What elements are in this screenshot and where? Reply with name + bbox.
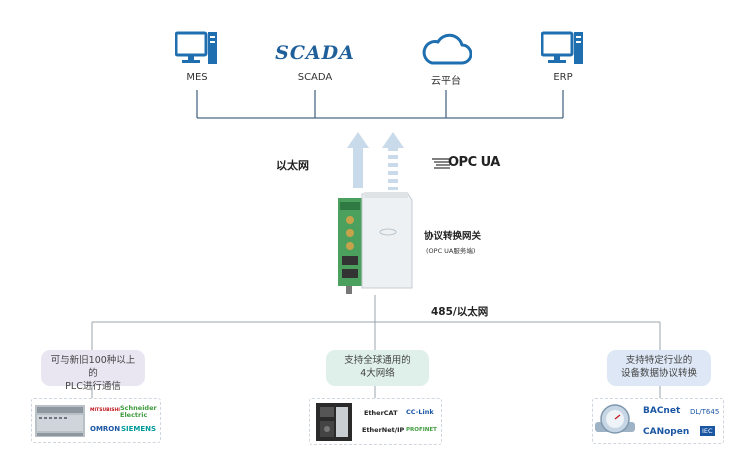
- gateway-device: [338, 192, 413, 294]
- erp-node: ERP: [523, 30, 603, 90]
- ethernet-ip-logo: EtherNet/IP: [362, 426, 405, 434]
- water-meter-icon: [595, 404, 635, 434]
- ethernet-label: 以太网: [276, 159, 309, 172]
- profinet-logo: PROFINET: [406, 427, 437, 433]
- cloud-icon: [422, 33, 472, 65]
- uplink-arrows: [347, 132, 404, 190]
- mes-label: MES: [186, 72, 208, 83]
- mes-node: MES: [157, 30, 237, 90]
- mitsubishi-logo: MITSUBISHI: [90, 408, 120, 413]
- cloud-label: 云平台: [431, 76, 461, 87]
- canopen-logo: CANopen: [643, 427, 690, 437]
- scada-node: SCADA SCADA: [275, 30, 355, 90]
- schneider-logo: Schneider Electric: [120, 404, 157, 419]
- scada-logo: SCADA: [275, 42, 355, 64]
- gateway-title: 协议转换网关: [424, 231, 482, 242]
- plc-hardware-icon: [35, 405, 85, 437]
- industry-description: 支持特定行业的 设备数据协议转换: [607, 350, 711, 386]
- scada-label: SCADA: [297, 72, 333, 83]
- network-description: 支持全球通用的 4大网络: [326, 350, 429, 386]
- siemens-logo: SIEMENS: [121, 425, 157, 433]
- industry-protocols-card: BACnet DL/T645 CANopen IEC: [592, 398, 724, 444]
- cloud-node: 云平台: [406, 30, 486, 90]
- iec-logo: IEC: [700, 426, 715, 436]
- computer-icon: [175, 31, 217, 64]
- computer-icon: [541, 31, 583, 64]
- bacnet-logo: BACnet: [643, 406, 681, 416]
- cc-link-logo: CC-Link: [406, 408, 434, 416]
- opc-ua-swoosh-icon: [432, 158, 450, 169]
- opc-ua-logo: OPC UA: [432, 155, 512, 173]
- opc-ua-text: OPC UA: [448, 155, 500, 170]
- erp-label: ERP: [553, 72, 573, 83]
- network-logos-card: EtherCAT CC-Link EtherNet/IP PROFINET: [309, 398, 442, 445]
- plc-description: 可与新旧100种以上的 PLC进行通信: [41, 350, 145, 392]
- ethercat-logo: EtherCAT: [364, 409, 398, 417]
- network-hardware-icon: [316, 403, 352, 441]
- dlt645-logo: DL/T645: [690, 408, 720, 416]
- downlink-label: 485/以太网: [431, 306, 489, 318]
- plc-brands-card: MITSUBISHI Schneider Electric OMRON SIEM…: [31, 398, 161, 443]
- gateway-subtitle: (OPC UA服务端): [426, 247, 476, 255]
- omron-logo: OMRON: [90, 425, 121, 433]
